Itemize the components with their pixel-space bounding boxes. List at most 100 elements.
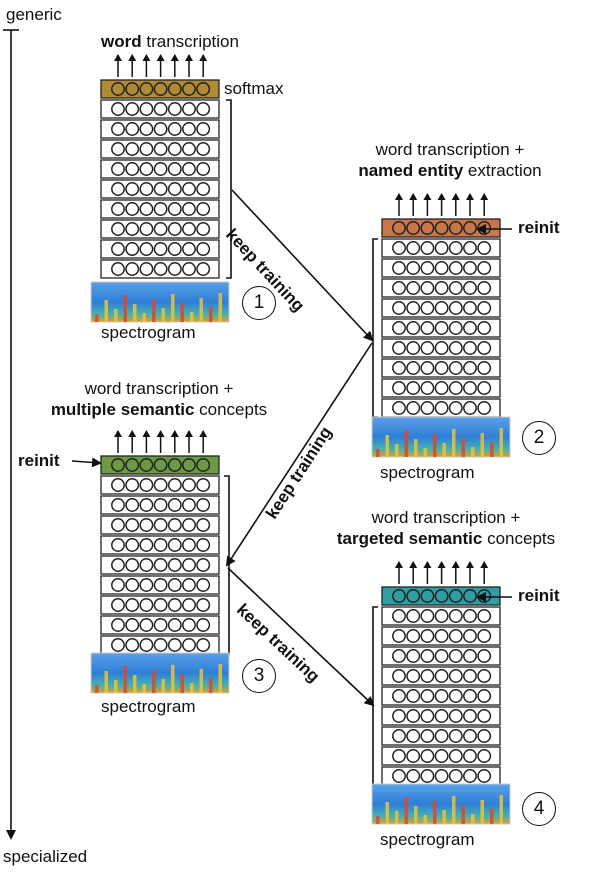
neuron (167, 122, 182, 136)
neuron (477, 261, 492, 275)
stack-2-header-rest: extraction (463, 161, 542, 180)
neuron (406, 729, 421, 743)
stack-3-header-rest: concepts (194, 400, 268, 419)
spectrogram-streak (395, 811, 399, 824)
spectrogram-streak (152, 670, 156, 693)
stack-4-header: word transcription + targeted semantic c… (296, 507, 596, 549)
axis-bottom-label: specialized (3, 847, 88, 866)
neuron (111, 262, 125, 276)
neuron (182, 618, 196, 632)
spectrogram-streak (142, 684, 146, 693)
spectrogram-streak (171, 294, 175, 322)
neuron (434, 361, 449, 375)
neuron (463, 689, 477, 703)
stack-4-number-badge: 4 (522, 792, 556, 826)
neuron (153, 538, 168, 552)
neuron (139, 518, 154, 532)
neuron (125, 122, 140, 136)
neuron (111, 558, 125, 572)
spectrogram-streak (95, 314, 99, 322)
neuron (448, 301, 463, 315)
spectrogram-streak (499, 795, 503, 824)
neuron (406, 769, 421, 783)
neuron (111, 222, 125, 236)
neuron (463, 321, 477, 335)
neuron (139, 578, 154, 592)
neuron (463, 589, 477, 603)
neuron (182, 202, 196, 216)
spectrogram-streak (442, 810, 446, 824)
neuron (406, 589, 421, 603)
spectrogram-streak (114, 309, 118, 322)
spectrogram-streak (452, 796, 456, 824)
neuron (125, 618, 140, 632)
stack-2-header: word transcription + named entity extrac… (320, 139, 580, 181)
spectrogram-streak (423, 815, 427, 824)
neuron (448, 629, 463, 643)
neuron (463, 241, 477, 255)
spectrogram-streak (209, 678, 213, 693)
neuron (125, 558, 140, 572)
neuron (406, 261, 421, 275)
neuron (125, 242, 140, 256)
neuron (434, 649, 449, 663)
neuron (182, 222, 196, 236)
stack-1 (90, 54, 232, 323)
neuron (392, 589, 406, 603)
neuron (196, 222, 211, 236)
neuron (434, 589, 449, 603)
neuron (420, 301, 435, 315)
neuron (167, 478, 182, 492)
neuron (111, 458, 125, 472)
neuron (167, 598, 182, 612)
spectrogram-streak (414, 439, 418, 457)
neuron (448, 361, 463, 375)
stack-3 (90, 430, 230, 694)
neuron (167, 222, 182, 236)
neuron (111, 538, 125, 552)
neuron (420, 589, 435, 603)
neuron (111, 162, 125, 176)
neuron (477, 649, 492, 663)
neuron (111, 478, 125, 492)
neuron (448, 381, 463, 395)
keep-training-arrow-2-3 (225, 342, 373, 567)
stack-3-number-badge: 3 (242, 659, 276, 693)
neuron (434, 609, 449, 623)
neuron (392, 261, 406, 275)
neuron (125, 102, 140, 116)
stack-3-header: word transcription + multiple semantic c… (14, 378, 304, 420)
neuron (448, 689, 463, 703)
softmax-label: softmax (224, 79, 284, 98)
neuron (182, 538, 196, 552)
spectrogram-streak (95, 685, 99, 693)
neuron (139, 182, 154, 196)
spectrogram-streak (133, 675, 137, 693)
spectrogram-streak (471, 447, 475, 457)
spectrogram-streak (499, 428, 503, 457)
neuron (420, 669, 435, 683)
neuron (463, 381, 477, 395)
neuron (463, 301, 477, 315)
neuron (167, 102, 182, 116)
neuron (406, 221, 421, 235)
neuron (448, 729, 463, 743)
stack-2-header-line1: word transcription + (375, 140, 525, 159)
neuron (448, 709, 463, 723)
neuron (139, 222, 154, 236)
spectrogram-streak (171, 665, 175, 693)
spectrogram-streak (209, 307, 213, 322)
spectrogram-streak (199, 298, 203, 322)
neuron (139, 558, 154, 572)
neuron (448, 321, 463, 335)
neuron (434, 301, 449, 315)
neuron (463, 609, 477, 623)
neuron (434, 709, 449, 723)
spectrogram-streak (461, 438, 465, 457)
neuron (125, 578, 140, 592)
neuron (196, 142, 211, 156)
spectrogram-streak (414, 806, 418, 824)
neuron (153, 498, 168, 512)
neuron (196, 478, 211, 492)
